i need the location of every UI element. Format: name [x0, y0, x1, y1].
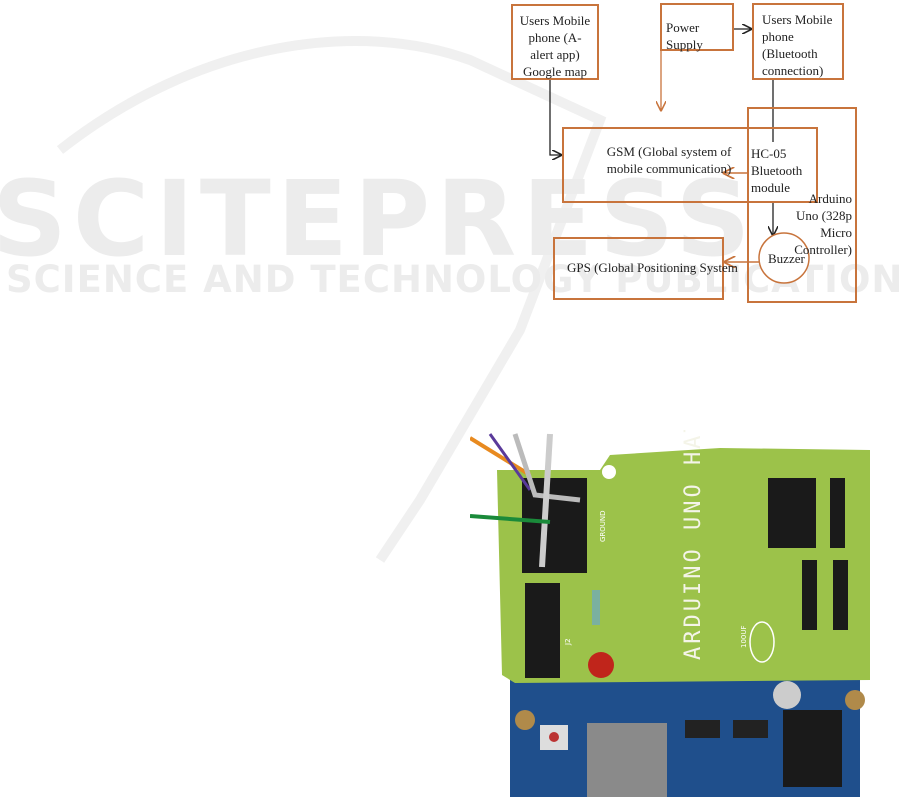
- label-buzzer: Buzzer: [768, 251, 805, 266]
- usb-port: [587, 723, 667, 797]
- arrow-alert-to-gsm: [549, 79, 561, 155]
- dc-jack: [783, 710, 842, 787]
- box-power-supply: Power Supply: [660, 3, 734, 52]
- box-label: Users Mobile phone (A-alert app) Google …: [519, 13, 591, 79]
- header-j2: [525, 583, 560, 678]
- box-label: GPS (Global Positioning System: [567, 260, 738, 275]
- ground-label: GROUND: [599, 510, 607, 542]
- box-gps: GPS (Global Positioning System: [553, 237, 738, 300]
- box-label: Power Supply: [666, 20, 703, 52]
- diagram-connectors: [549, 0, 810, 284]
- buzzer-circle: [758, 232, 810, 284]
- box-users-mobile-alert: Users Mobile phone (A-alert app) Google …: [511, 4, 599, 80]
- label-hc05: HC-05 Bluetooth module: [751, 146, 803, 195]
- box-label: Users Mobile phone (Bluetooth connection…: [762, 12, 833, 78]
- label-arduino: Arduino Uno (328p Micro Controller): [794, 191, 852, 257]
- header-label: J2: [564, 638, 572, 646]
- red-led: [588, 652, 614, 678]
- cap-label: 100UF: [740, 625, 748, 648]
- board-label: ARDUINO UNO HAT: [681, 430, 706, 660]
- box-label: GSM (Global system of mobile communicati…: [606, 144, 732, 176]
- box-arduino: [747, 107, 857, 303]
- box-gsm: GSM (Global system of mobile communicati…: [562, 127, 818, 203]
- watermark-subtitle: SCIENCE AND TECHNOLOGY PUBLICATIONS: [6, 258, 901, 301]
- watermark-title: SCITEPRESS: [0, 158, 757, 280]
- box-users-mobile-bt: Users Mobile phone (Bluetooth connection…: [752, 3, 844, 80]
- arduino-photo: ARDUINO UNO HAT GROUND 100UF J2: [470, 430, 870, 797]
